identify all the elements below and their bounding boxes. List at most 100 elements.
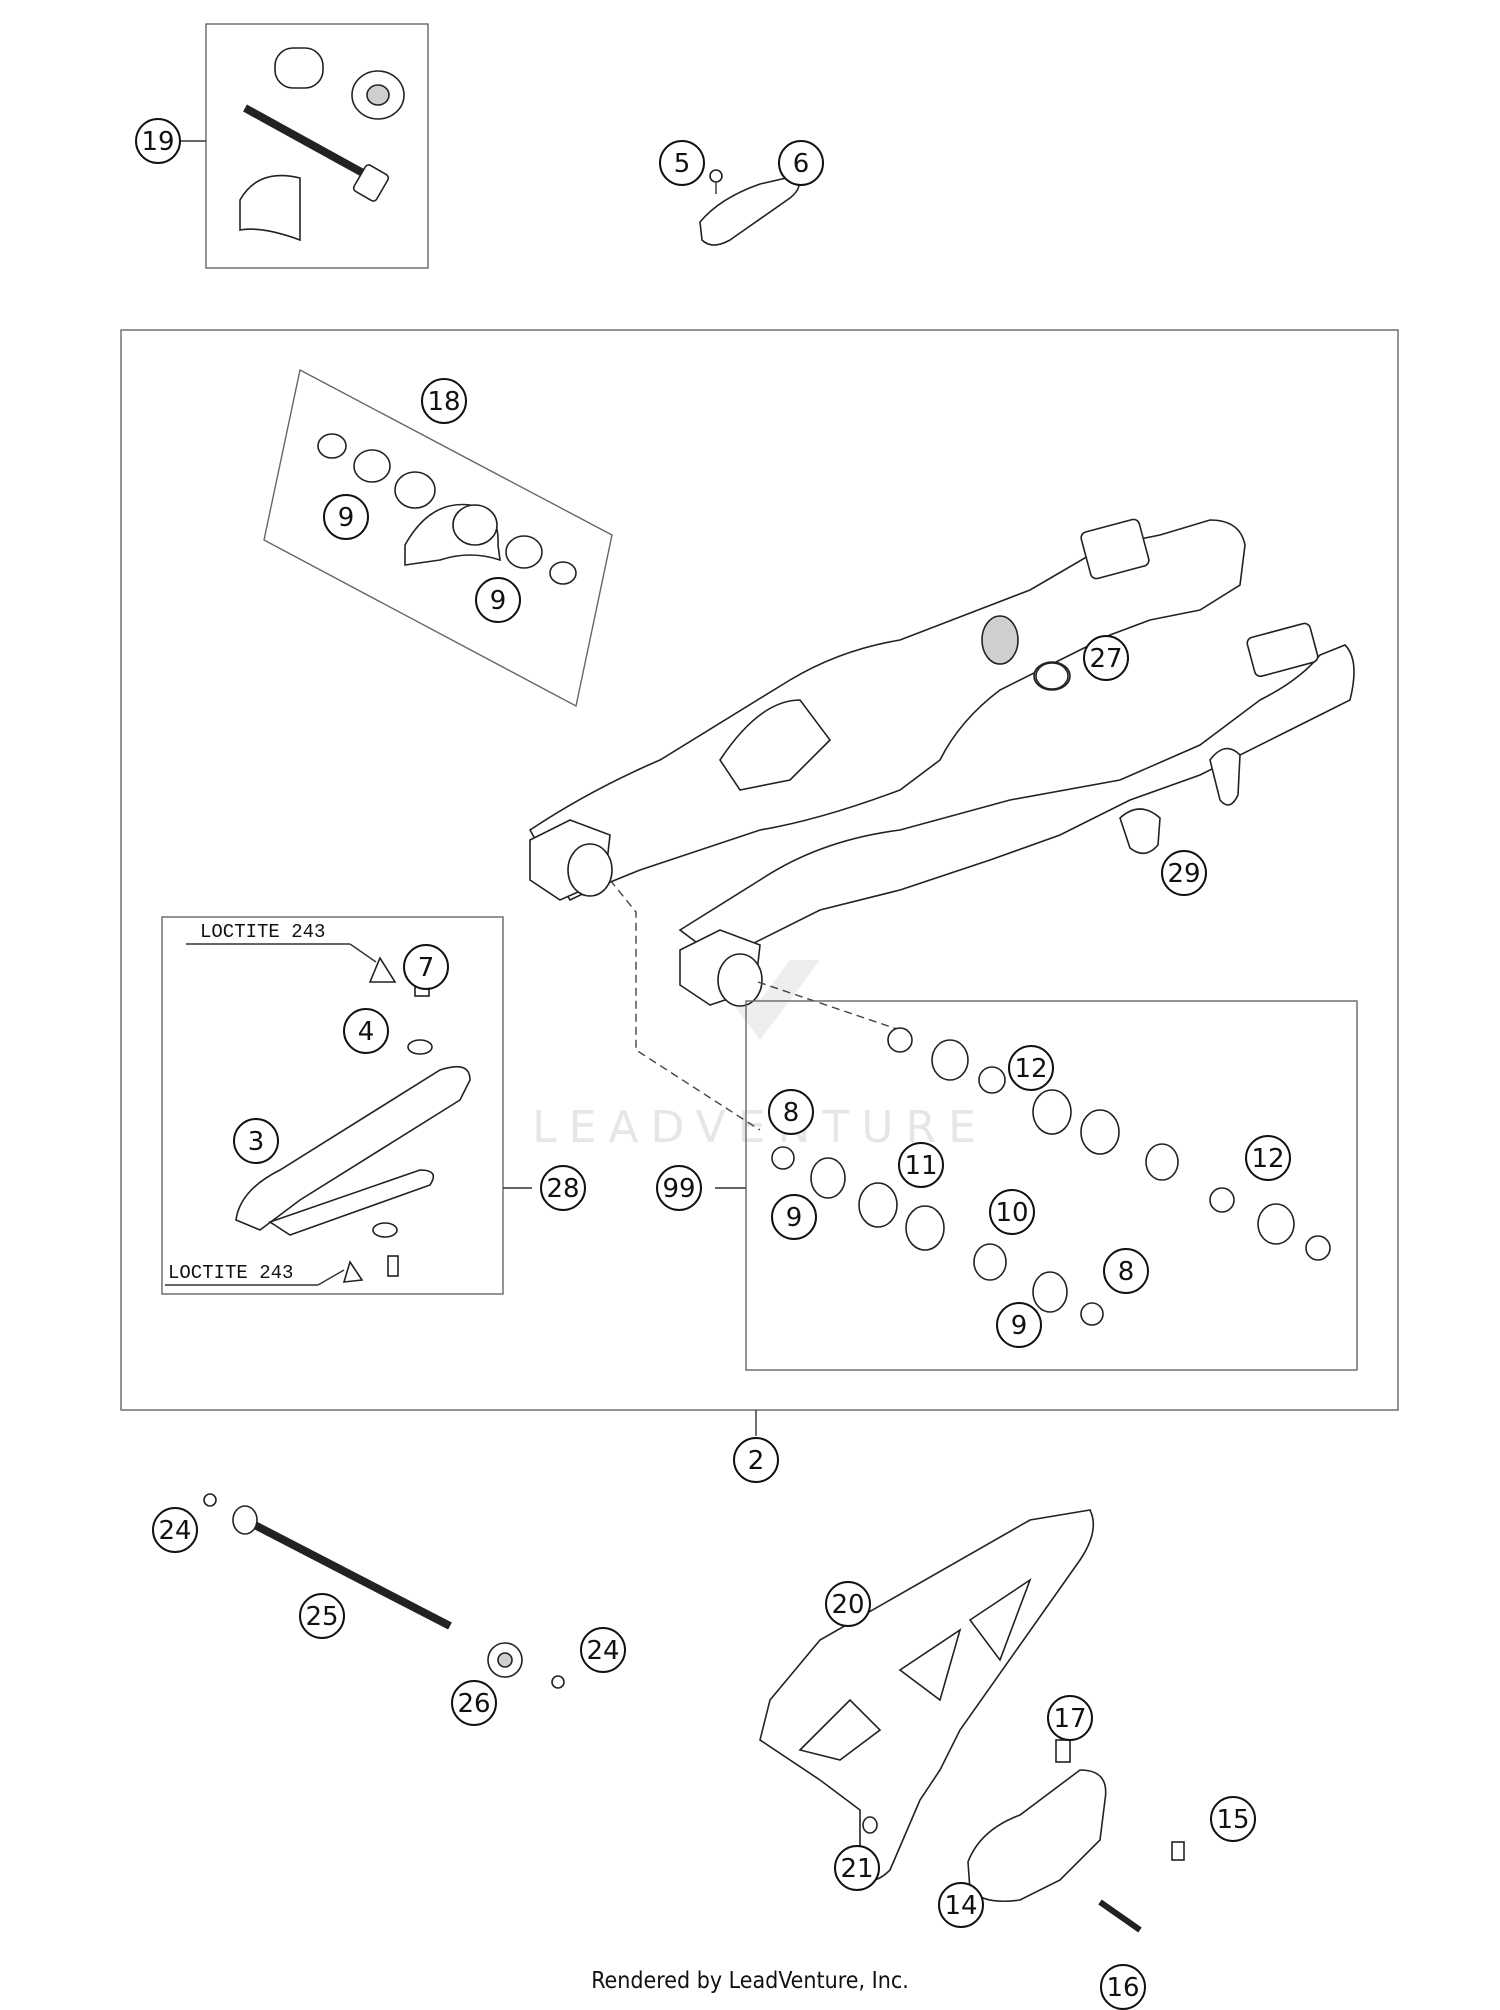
callout-label: 4 — [358, 1017, 375, 1047]
axle-parts — [203, 1493, 565, 1689]
callout-circle — [938, 1882, 984, 1928]
callout-circle — [1245, 1135, 1291, 1181]
callout-circle — [152, 1507, 198, 1553]
callout-12: 12 — [1008, 1045, 1054, 1091]
callout-label: 27 — [1089, 644, 1122, 674]
callout-label: 14 — [944, 1891, 977, 1921]
callout-circle — [1083, 635, 1129, 681]
callout-circle — [540, 1165, 586, 1211]
callout-circle — [989, 1189, 1035, 1235]
kit-box-99 — [745, 1000, 1358, 1371]
callout-16: 16 — [1100, 1964, 1146, 2010]
callout-circle — [1100, 1964, 1146, 2010]
callout-label: 19 — [141, 127, 174, 157]
callout-label: 10 — [995, 1198, 1028, 1228]
callout-circle — [771, 1194, 817, 1240]
callout-14: 14 — [938, 1882, 984, 1928]
callout-circle — [1210, 1796, 1256, 1842]
loctite-note-2: LOCTITE 243 — [168, 1262, 293, 1284]
callout-circle — [898, 1142, 944, 1188]
chain-slider-parts — [235, 956, 471, 1283]
callout-circle — [403, 944, 449, 990]
callout-label: 28 — [546, 1174, 579, 1204]
callout-label: 9 — [490, 586, 507, 616]
callout-label: 17 — [1053, 1704, 1086, 1734]
callout-circle — [580, 1627, 626, 1673]
callout-label: 29 — [1167, 859, 1200, 889]
callout-circle — [996, 1302, 1042, 1348]
callout-label: 9 — [786, 1203, 803, 1233]
callout-circle — [475, 577, 521, 623]
callout-99: 99 — [656, 1165, 702, 1211]
part-27-washer — [1035, 662, 1069, 690]
callout-label: 24 — [586, 1636, 619, 1666]
callout-label: 26 — [457, 1689, 490, 1719]
callout-circle — [656, 1165, 702, 1211]
callout-7: 7 — [403, 944, 449, 990]
callout-circle — [1161, 850, 1207, 896]
callout-27: 27 — [1083, 635, 1129, 681]
loctite-note-1: LOCTITE 243 — [200, 921, 325, 943]
callout-circle — [834, 1845, 880, 1891]
callout-circle — [778, 140, 824, 186]
callout-21: 21 — [834, 1845, 880, 1891]
callout-circle — [135, 118, 181, 164]
callout-circle — [299, 1593, 345, 1639]
callout-label: 2 — [748, 1446, 765, 1476]
callout-20: 20 — [825, 1581, 871, 1627]
callout-label: 8 — [1118, 1257, 1135, 1287]
callout-label: 8 — [783, 1098, 800, 1128]
callout-9: 9 — [475, 577, 521, 623]
kit-box-19 — [205, 23, 429, 269]
footer-credit: Rendered by LeadVenture, Inc. — [591, 1968, 909, 1994]
callout-label: 12 — [1014, 1054, 1047, 1084]
callout-label: 18 — [427, 387, 460, 417]
callout-19: 19 — [135, 118, 181, 164]
callout-label: 16 — [1106, 1973, 1139, 2003]
callout-label: 12 — [1251, 1144, 1284, 1174]
callout-circle — [323, 494, 369, 540]
callout-6: 6 — [778, 140, 824, 186]
kit-box-18 — [263, 368, 613, 708]
callout-15: 15 — [1210, 1796, 1256, 1842]
callout-4: 4 — [343, 1008, 389, 1054]
callout-8: 8 — [1103, 1248, 1149, 1294]
callout-9: 9 — [323, 494, 369, 540]
callout-label: 20 — [831, 1590, 864, 1620]
callout-label: 25 — [305, 1602, 338, 1632]
callout-label: 3 — [248, 1127, 265, 1157]
swingarm — [528, 518, 1355, 1007]
callout-label: 9 — [338, 503, 355, 533]
kit-19-parts — [239, 47, 405, 242]
chain-guide-block — [967, 1739, 1185, 1933]
watermark-text: LEADVENTURE — [532, 1102, 988, 1153]
callout-circle — [1047, 1695, 1093, 1741]
callout-28: 28 — [540, 1165, 586, 1211]
callout-26: 26 — [451, 1680, 497, 1726]
callout-circle — [659, 140, 705, 186]
chain-guide — [759, 1509, 1095, 1881]
callout-circle — [825, 1581, 871, 1627]
callout-label: 99 — [662, 1174, 695, 1204]
callout-10: 10 — [989, 1189, 1035, 1235]
callout-24: 24 — [152, 1507, 198, 1553]
bearing-kit-parts — [771, 1027, 1331, 1326]
callout-circle — [733, 1437, 779, 1483]
kit-box-28 — [161, 916, 504, 1295]
callout-11: 11 — [898, 1142, 944, 1188]
callout-label: 15 — [1216, 1805, 1249, 1835]
callout-12: 12 — [1245, 1135, 1291, 1181]
callout-17: 17 — [1047, 1695, 1093, 1741]
callout-29: 29 — [1161, 850, 1207, 896]
callout-circle — [343, 1008, 389, 1054]
callout-8: 8 — [768, 1089, 814, 1135]
callout-circle — [768, 1089, 814, 1135]
callout-label: 11 — [904, 1151, 937, 1181]
callout-label: 7 — [418, 953, 435, 983]
callout-9: 9 — [771, 1194, 817, 1240]
callout-label: 9 — [1011, 1311, 1028, 1341]
callout-circle — [421, 378, 467, 424]
callout-circle — [451, 1680, 497, 1726]
